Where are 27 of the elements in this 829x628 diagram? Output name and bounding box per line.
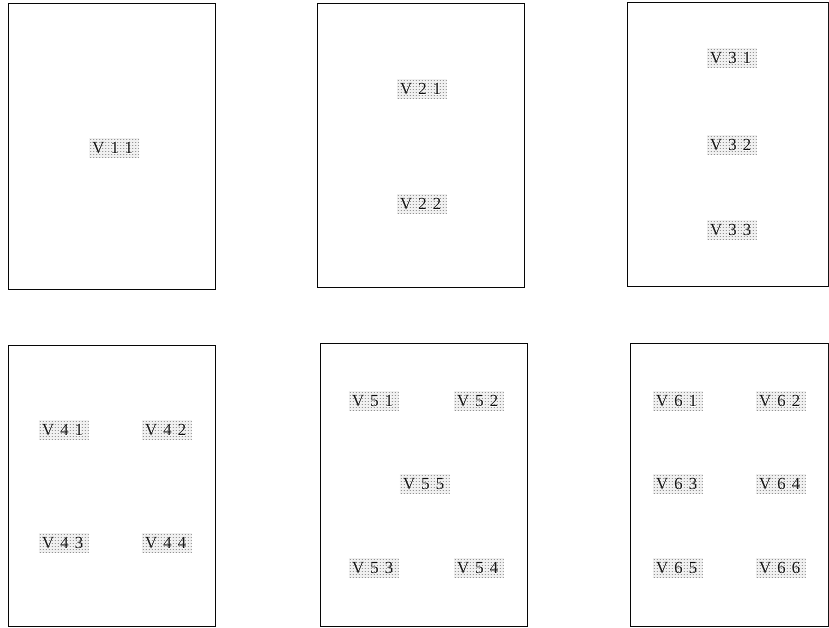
shaded-label: V41 xyxy=(38,420,90,440)
shaded-label: V11 xyxy=(89,138,139,158)
page-frame xyxy=(630,343,829,627)
shaded-label: V44 xyxy=(142,533,192,553)
page-frame xyxy=(8,3,216,290)
shaded-label: V53 xyxy=(348,558,400,578)
shaded-label: V33 xyxy=(706,220,758,240)
shaded-label: V54 xyxy=(454,558,504,578)
shaded-label: V32 xyxy=(706,135,758,155)
page-frame xyxy=(320,343,528,627)
shaded-label: V31 xyxy=(706,48,758,68)
shaded-label: V22 xyxy=(396,194,448,214)
shaded-label: V43 xyxy=(38,533,90,553)
shaded-label: V65 xyxy=(652,558,704,578)
shaded-label: V66 xyxy=(756,558,806,578)
shaded-label: V21 xyxy=(396,79,448,99)
page-frame xyxy=(8,345,216,627)
shaded-label: V51 xyxy=(348,391,400,411)
page-frame xyxy=(317,3,525,288)
shaded-label: V52 xyxy=(454,391,504,411)
shaded-label: V55 xyxy=(400,474,450,494)
shaded-label: V61 xyxy=(652,391,704,411)
shaded-label: V63 xyxy=(652,474,704,494)
shaded-label: V62 xyxy=(756,391,806,411)
shaded-label: V42 xyxy=(142,420,192,440)
page-frame xyxy=(627,2,829,287)
shaded-label: V64 xyxy=(756,474,806,494)
